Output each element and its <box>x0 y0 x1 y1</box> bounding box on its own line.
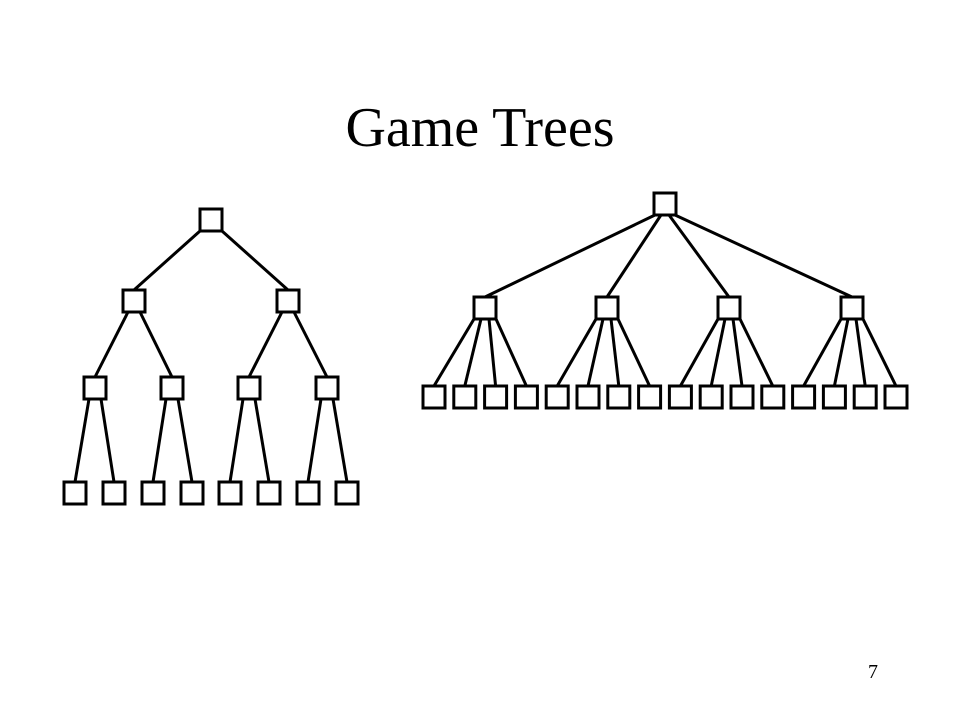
leaf-node <box>483 384 509 410</box>
tree-edge <box>555 318 598 387</box>
tree-edge <box>73 398 91 483</box>
root-node <box>652 191 678 217</box>
leaf-node <box>821 384 847 410</box>
leaf-node <box>179 480 205 506</box>
leaf-node <box>575 384 601 410</box>
tree-edge <box>221 229 289 292</box>
tree-edge <box>802 318 843 387</box>
tree-edge <box>247 311 284 378</box>
tree-edge <box>306 398 323 483</box>
tree-edge <box>616 318 651 387</box>
tree-node <box>314 375 340 401</box>
leaf-node <box>256 480 282 506</box>
tree-node <box>275 288 301 314</box>
tree-edge <box>93 311 130 378</box>
tree-node <box>472 295 498 321</box>
tree-node <box>121 288 147 314</box>
tree-edge <box>586 318 605 387</box>
page-number: 7 <box>868 661 878 683</box>
tree-edge <box>151 398 168 483</box>
tree-edge <box>861 318 898 387</box>
slide-title: Game Trees <box>345 97 615 159</box>
tree-edge <box>605 214 663 298</box>
tree-edge <box>487 318 498 387</box>
leaf-node <box>140 480 166 506</box>
tree-edge <box>463 318 483 387</box>
tree-edge <box>738 318 775 387</box>
tree-edge <box>292 311 329 378</box>
leaf-node <box>791 384 817 410</box>
tree-edge <box>432 318 476 387</box>
leaf-node <box>62 480 88 506</box>
tree-edge <box>494 318 528 387</box>
tree-edge <box>667 214 731 298</box>
tree-node <box>716 295 742 321</box>
leaf-node <box>101 480 127 506</box>
leaf-node <box>667 384 693 410</box>
leaf-node <box>452 384 478 410</box>
leaf-node <box>698 384 724 410</box>
leaf-node <box>334 480 360 506</box>
tree-edge <box>133 229 201 292</box>
tree-edge <box>674 213 853 299</box>
leaf-node <box>852 384 878 410</box>
leaf-node <box>217 480 243 506</box>
binary-tree <box>62 207 360 506</box>
tree-edge <box>138 311 174 378</box>
leaf-node <box>883 384 909 410</box>
tree-edge <box>679 318 720 387</box>
leaf-node <box>760 384 786 410</box>
leaf-node <box>637 384 663 410</box>
tree-edge <box>253 398 271 483</box>
tree-edge <box>832 318 850 387</box>
tree-node <box>82 375 108 401</box>
tree-edge <box>609 318 621 387</box>
tree-node <box>236 375 262 401</box>
tree-node <box>594 295 620 321</box>
quaternary-tree <box>421 191 909 410</box>
leaf-node <box>513 384 539 410</box>
tree-edge <box>331 398 349 483</box>
tree-edge <box>731 318 744 387</box>
tree-node <box>159 375 185 401</box>
leaf-node <box>421 384 447 410</box>
tree-edge <box>176 398 194 483</box>
leaf-node <box>729 384 755 410</box>
tree-edge <box>709 318 727 387</box>
leaf-node <box>606 384 632 410</box>
tree-edge <box>484 213 656 299</box>
tree-edge <box>854 318 867 387</box>
leaf-node <box>295 480 321 506</box>
root-node <box>198 207 224 233</box>
tree-edge <box>228 398 245 483</box>
tree-edge <box>99 398 116 483</box>
leaf-node <box>544 384 570 410</box>
tree-node <box>839 295 865 321</box>
